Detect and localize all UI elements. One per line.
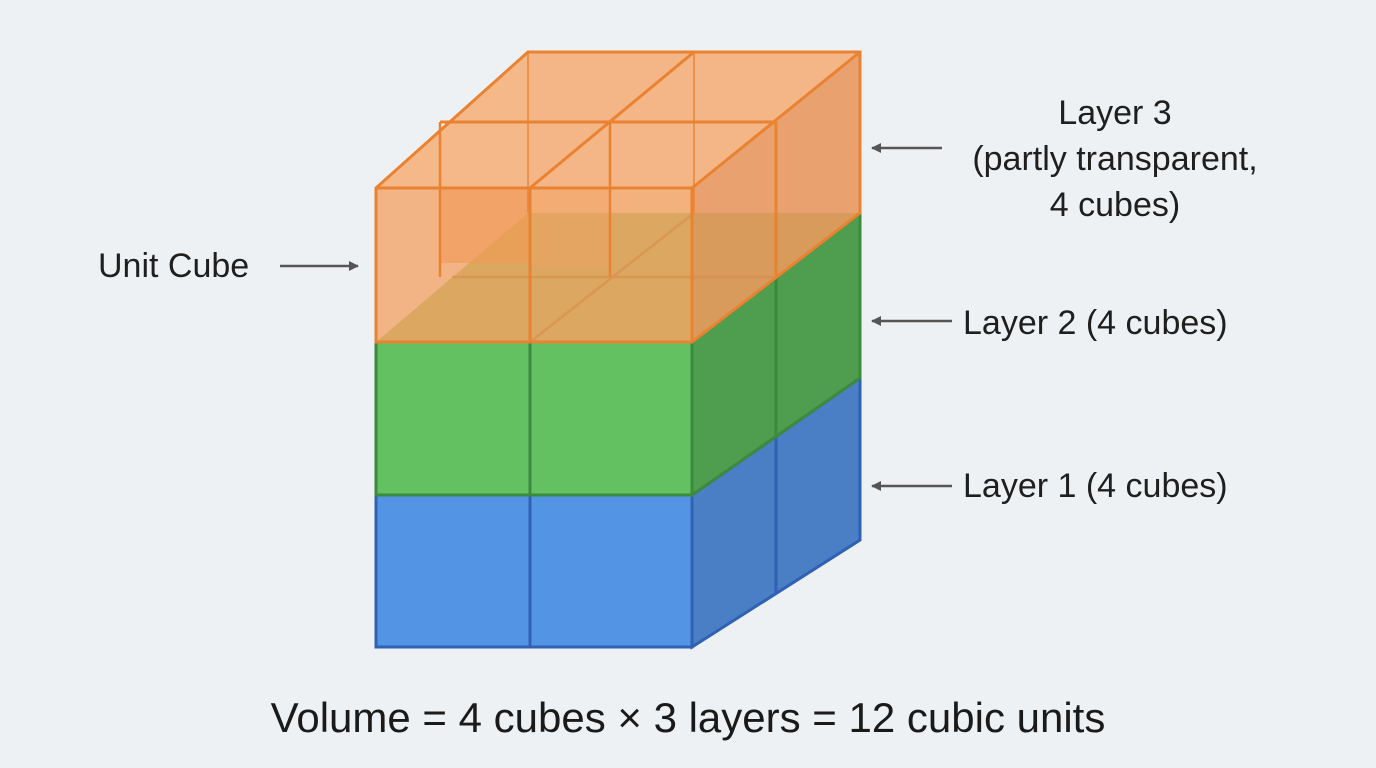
layer-1-front-face (376, 495, 692, 647)
layer-3-orange-transparent (374, 50, 862, 344)
layer-2-green (374, 209, 862, 498)
layer-3-label-line-2: (partly transparent, (972, 140, 1258, 178)
unit-cube-label: Unit Cube (98, 247, 250, 285)
layer-1-blue (374, 375, 862, 650)
layer-3-label: Layer 3 (partly transparent, 4 cubes) (948, 90, 1282, 228)
layer-1-label: Layer 1 (4 cubes) (963, 467, 1228, 505)
layer-2-front-face (376, 342, 692, 495)
layer-2-label: Layer 2 (4 cubes) (963, 304, 1228, 342)
layer-3-label-line-1: Layer 3 (1058, 94, 1172, 132)
layer-3-front-face (376, 188, 692, 342)
volume-formula: Volume = 4 cubes × 3 layers = 12 cubic u… (270, 694, 1106, 741)
layer-3-label-line-3: 4 cubes) (1049, 186, 1181, 224)
layer-3-top-face (376, 52, 860, 188)
